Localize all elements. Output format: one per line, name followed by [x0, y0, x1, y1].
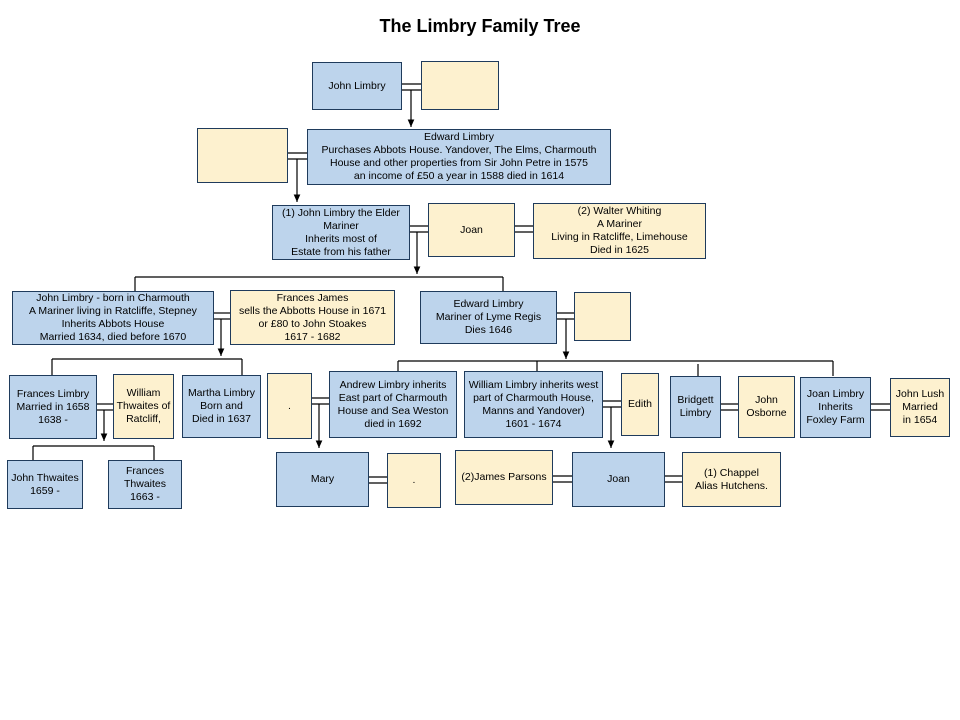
person-andrew-limbry: Andrew Limbry inherits East part of Char… — [329, 371, 457, 438]
person-mary-spouse: . — [387, 453, 441, 508]
person-edward-limbry-lyme-spouse — [574, 292, 631, 341]
person-walter-whiting: (2) Walter Whiting A Mariner Living in R… — [533, 203, 706, 259]
person-martha-limbry: Martha Limbry Born and Died in 1637 — [182, 375, 261, 438]
person-frances-james: Frances James sells the Abbotts House in… — [230, 290, 395, 345]
person-joan: Joan — [428, 203, 515, 257]
person-william-thwaites: William Thwaites of Ratcliff, — [113, 374, 174, 439]
person-frances-limbry: Frances Limbry Married in 1658 1638 - — [9, 375, 97, 439]
person-john-limbry-spouse — [421, 61, 499, 110]
person-edward-limbry-spouse — [197, 128, 288, 183]
person-edward-limbry: Edward Limbry Purchases Abbots House. Ya… — [307, 129, 611, 185]
person-john-osborne: John Osborne — [738, 376, 795, 438]
person-john-limbry: John Limbry — [312, 62, 402, 110]
person-andrew-limbry-spouse: . — [267, 373, 312, 439]
person-edward-limbry-lyme: Edward Limbry Mariner of Lyme Regis Dies… — [420, 291, 557, 344]
page-title: The Limbry Family Tree — [379, 16, 581, 36]
person-edith: Edith — [621, 373, 659, 436]
person-john-limbry-elder: (1) John Limbry the Elder Mariner Inheri… — [272, 205, 410, 260]
person-joan-limbry-foxley: Joan Limbry Inherits Foxley Farm — [800, 377, 871, 438]
person-john-thwaites: John Thwaites 1659 - — [7, 460, 83, 509]
person-john-limbry-charmouth: John Limbry - born in Charmouth A Marine… — [12, 291, 214, 345]
person-frances-thwaites: Frances Thwaites 1663 - — [108, 460, 182, 509]
person-chappel-hutchens: (1) Chappel Alias Hutchens. — [682, 452, 781, 507]
person-james-parsons: (2)James Parsons — [455, 450, 553, 505]
person-william-limbry: William Limbry inherits west part of Cha… — [464, 371, 603, 438]
person-john-lush: John Lush Married in 1654 — [890, 378, 950, 437]
person-joan-jr: Joan — [572, 452, 665, 507]
person-mary: Mary — [276, 452, 369, 507]
person-bridgett-limbry: Bridgett Limbry — [670, 376, 721, 438]
